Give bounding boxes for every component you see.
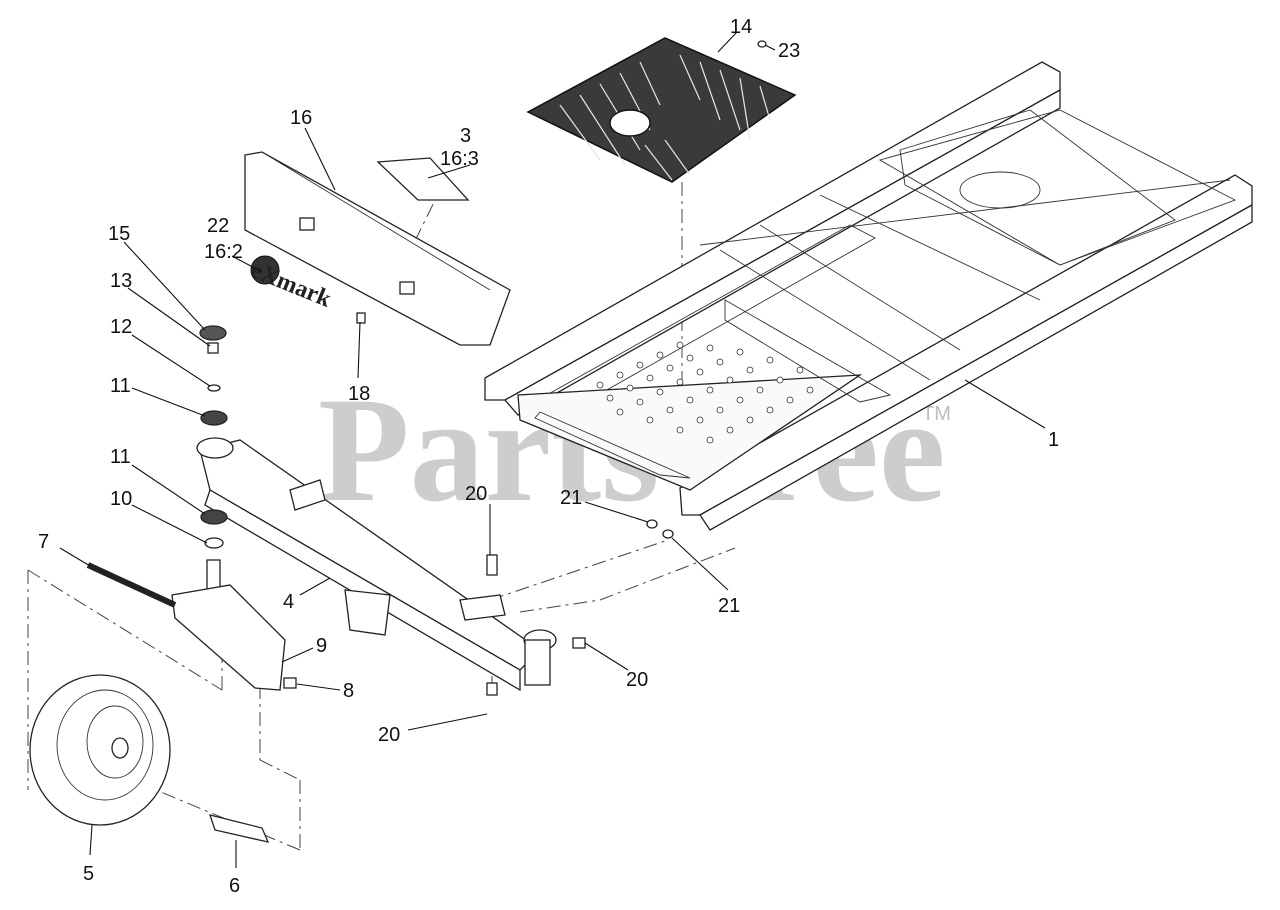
callout-18: 18 [348, 383, 370, 405]
callout-8: 8 [343, 680, 354, 702]
callout-21-left: 21 [560, 487, 582, 509]
caster-wheel [29, 674, 171, 826]
callout-4: 4 [283, 591, 294, 613]
watermark-tm: TM [922, 403, 951, 425]
callout-14: 14 [730, 16, 752, 38]
callout-11-bottom: 11 [110, 446, 131, 468]
caster-fork [171, 584, 286, 691]
main-frame [484, 61, 1253, 531]
callout-23: 23 [778, 40, 800, 62]
callout-21-right: 21 [718, 595, 740, 617]
decal-sheet [376, 157, 470, 201]
leader-lines [59, 31, 1046, 868]
callout-13: 13 [110, 270, 132, 292]
callout-10: 10 [110, 488, 132, 510]
floor-plate-holes [596, 341, 814, 444]
callout-12: 12 [110, 316, 132, 338]
front-axle [196, 437, 557, 692]
hood-panel [244, 151, 511, 346]
callout-1: 1 [1048, 429, 1059, 451]
callout-11-top: 11 [110, 375, 131, 397]
callout-16-2: 16:2 [204, 241, 243, 263]
callout-22: 22 [207, 215, 229, 237]
callout-16-3: 16:3 [440, 148, 479, 170]
spacer-tube [209, 814, 270, 843]
callout-7: 7 [38, 531, 49, 553]
callout-16: 16 [290, 107, 312, 129]
axle-bolt [86, 562, 177, 608]
callout-3: 3 [460, 125, 471, 147]
callout-9: 9 [316, 635, 327, 657]
callout-15: 15 [108, 223, 130, 245]
floor-mat [526, 37, 797, 183]
caster-nut [283, 677, 297, 689]
callout-20-right: 20 [626, 669, 648, 691]
callout-20-top: 20 [465, 483, 487, 505]
callout-20-bottom: 20 [378, 724, 400, 746]
callouts: 14 23 16 3 16:3 22 16:2 15 13 12 11 11 1… [38, 16, 1059, 897]
callout-6: 6 [229, 875, 240, 897]
callout-5: 5 [83, 863, 94, 885]
